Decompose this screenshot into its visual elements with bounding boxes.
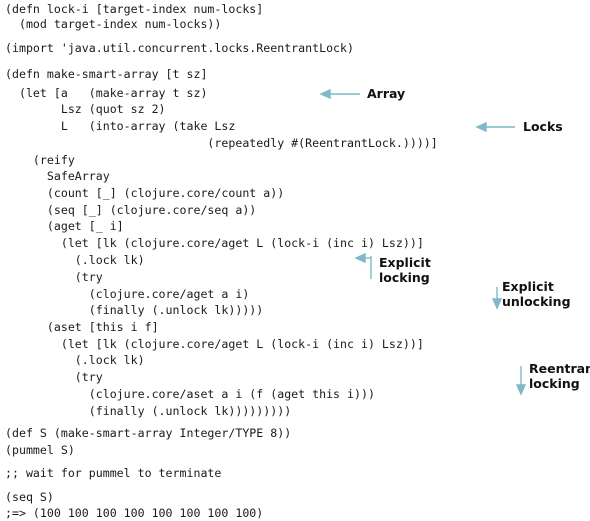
code-line: (let [lk (clojure.core/aget L (lock-i (i… — [5, 337, 424, 351]
code-line: (seq [_] (clojure.core/seq a)) — [5, 203, 257, 217]
code-line: (finally (.unlock lk))))))))) — [5, 404, 292, 418]
code-line: L (into-array (take Lsz — [5, 119, 236, 133]
code-line: (seq S) — [5, 490, 54, 504]
annotation-reentrant-locking: Reentrant locking — [529, 361, 590, 391]
code-line: (defn make-smart-array [t sz] — [5, 67, 208, 81]
reentrant-locking-arrowhead — [515, 384, 527, 396]
code-line: (let [lk (clojure.core/aget L (lock-i (i… — [5, 236, 424, 250]
code-line: Lsz (quot sz 2) — [5, 102, 166, 116]
code-line: ;=> (100 100 100 100 100 100 100 100) — [5, 506, 264, 520]
annotation-locks: Locks — [523, 119, 563, 134]
code-line: (defn lock-i [target-index num-locks] — [5, 2, 264, 16]
code-line: (clojure.core/aset a i (f (aget this i))… — [5, 387, 375, 401]
code-line: (def S (make-smart-array Integer/TYPE 8)… — [5, 426, 292, 440]
code-line: (pummel S) — [5, 443, 75, 457]
code-line: (repeatedly #(ReentrantLock.))))] — [5, 136, 438, 150]
explicit-locking-arrowhead — [354, 252, 366, 264]
explicit-unlocking-arrowhead — [491, 298, 503, 310]
locks-arrowhead — [475, 121, 487, 133]
annotation-explicit-locking: Explicit locking — [379, 255, 431, 285]
code-line: (count [_] (clojure.core/count a)) — [5, 186, 285, 200]
code-line: (reify — [5, 153, 75, 167]
code-line: (try — [5, 270, 103, 284]
code-line: (mod target-index num-locks)) — [5, 17, 222, 31]
code-line: (aget [_ i] — [5, 219, 124, 233]
code-line: (.lock lk) — [5, 253, 145, 267]
annotation-explicit-unlocking: Explicit unlocking — [502, 279, 571, 309]
code-line: (aset [this i f] — [5, 320, 159, 334]
code-line: (try — [5, 370, 103, 384]
code-line: (let [a (make-array t sz) — [5, 86, 208, 100]
array-arrowhead — [319, 88, 331, 100]
annotation-array: Array — [367, 86, 406, 101]
code-line: (.lock lk) — [5, 353, 145, 367]
code-line: (import 'java.util.concurrent.locks.Reen… — [5, 41, 355, 55]
code-line: SafeArray — [5, 169, 110, 183]
code-line: (finally (.unlock lk))))) — [5, 303, 264, 317]
code-line: (clojure.core/aget a i) — [5, 287, 250, 301]
code-line: ;; wait for pummel to terminate — [5, 466, 222, 480]
